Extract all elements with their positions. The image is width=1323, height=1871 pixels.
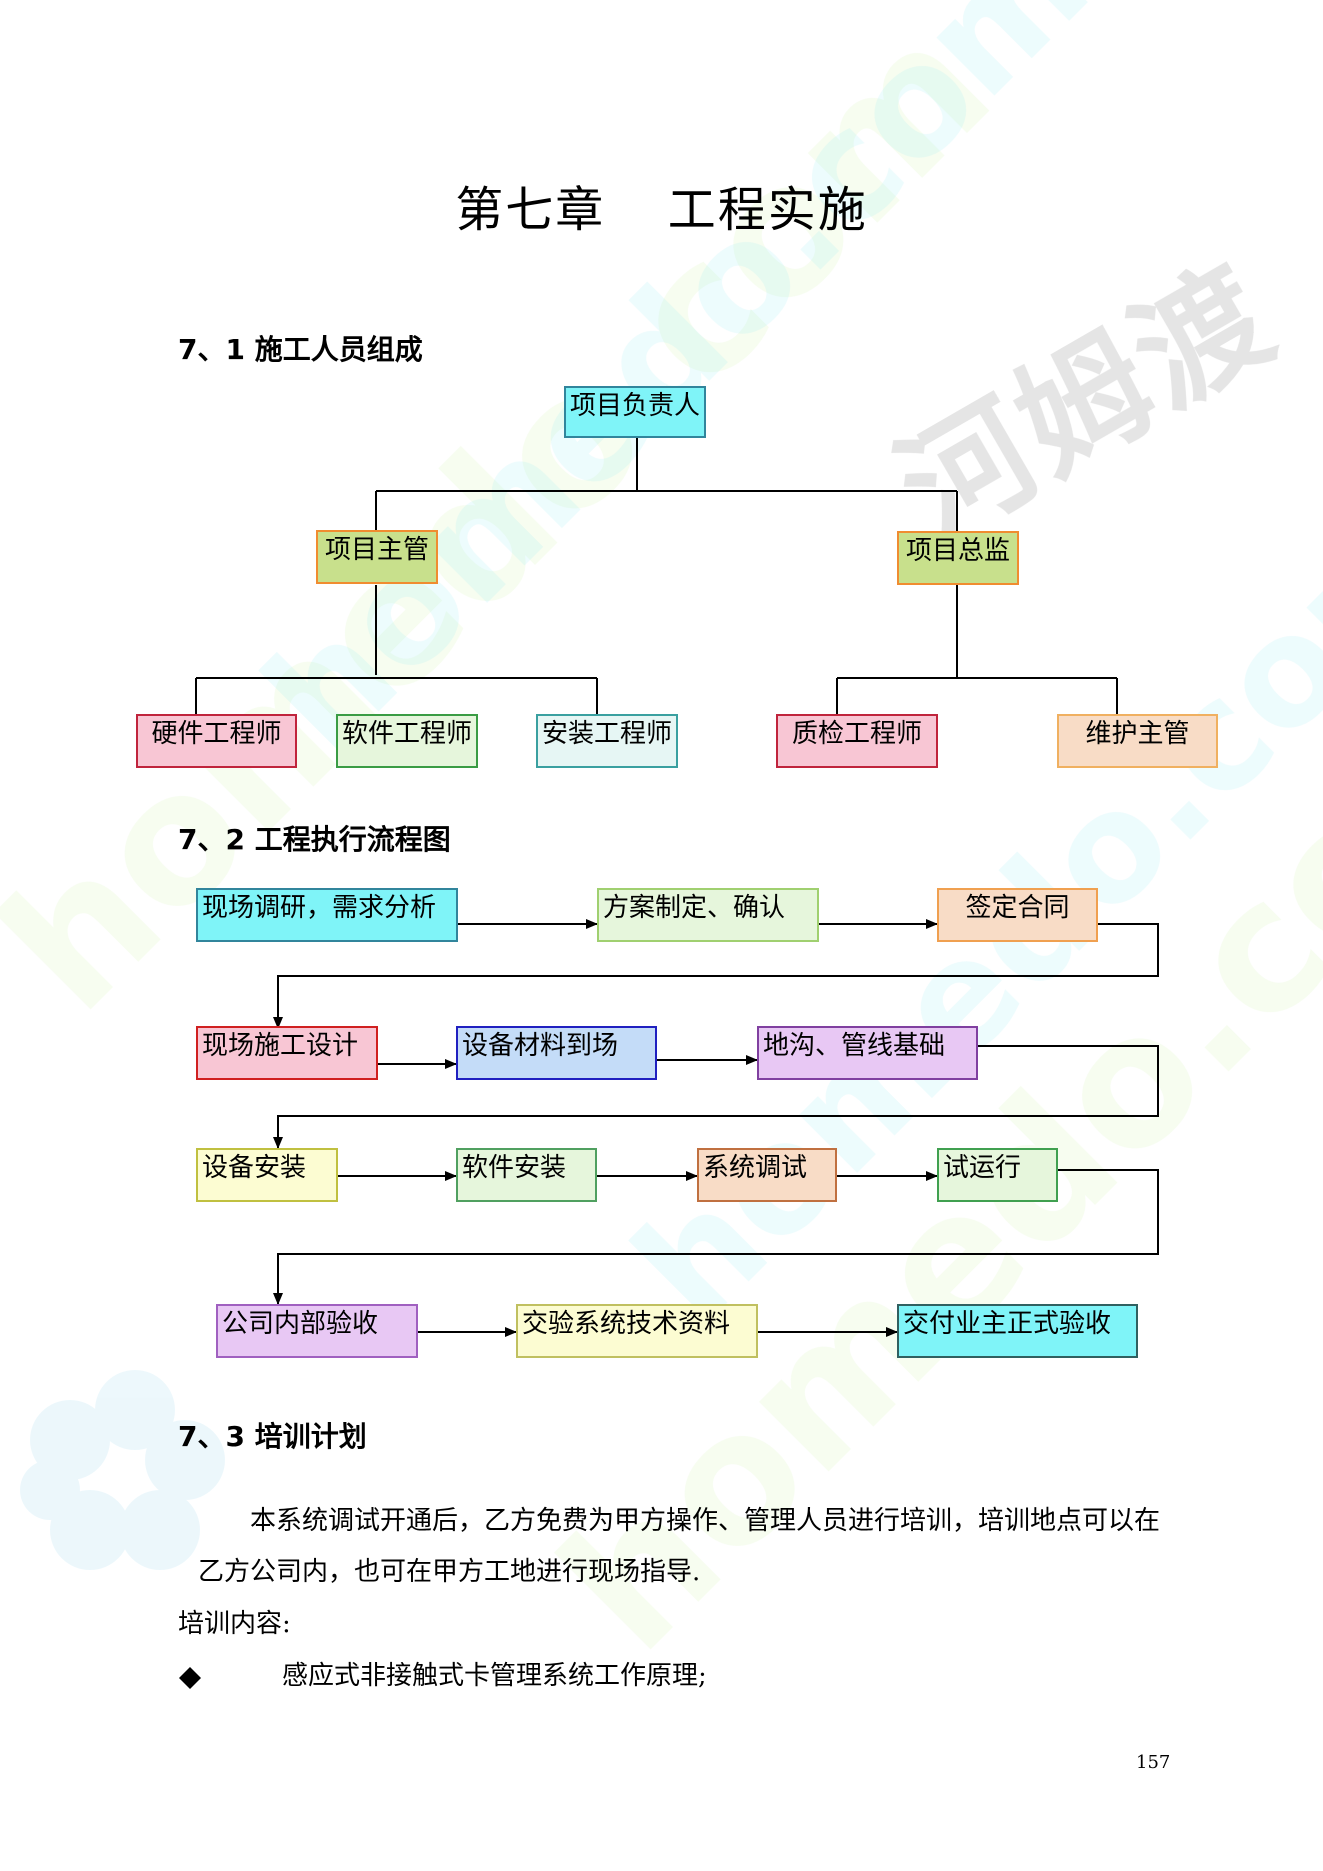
section-heading-personnel: 7、1 施工人员组成 <box>178 333 423 366</box>
flow-plan-confirm: 方案制定、确认 <box>597 888 819 942</box>
flow-materials-arrival: 设备材料到场 <box>456 1026 657 1080</box>
flow-system-debug: 系统调试 <box>697 1148 837 1202</box>
flow-site-construction-design: 现场施工设计 <box>196 1026 378 1080</box>
flow-tech-documents: 交验系统技术资料 <box>516 1304 758 1358</box>
flow-sign-contract: 签定合同 <box>937 888 1098 942</box>
chapter-name: 工程实施 <box>667 182 868 238</box>
org-installation-engineer: 安装工程师 <box>536 714 678 768</box>
flow-internal-acceptance: 公司内部验收 <box>216 1304 418 1358</box>
org-hardware-engineer: 硬件工程师 <box>136 714 297 768</box>
diamond-icon <box>178 1666 202 1690</box>
section-heading-flowchart: 7、2 工程执行流程图 <box>178 823 451 856</box>
training-bullet-item: 感应式非接触式卡管理系统工作原理; <box>282 1661 707 1691</box>
flow-site-research: 现场调研，需求分析 <box>196 888 458 942</box>
flow-software-install: 软件安装 <box>456 1148 597 1202</box>
page-number: 157 <box>1136 1752 1171 1773</box>
flow-owner-acceptance: 交付业主正式验收 <box>897 1304 1138 1358</box>
section-heading-training: 7、3 培训计划 <box>178 1420 367 1453</box>
training-paragraph-line2: 乙方公司内，也可在甲方工地进行现场指导. <box>198 1557 701 1587</box>
training-paragraph-line1: 本系统调试开通后，乙方免费为甲方操作、管理人员进行培训，培训地点可以在 <box>250 1506 1161 1536</box>
org-maintenance-supervisor: 维护主管 <box>1057 714 1218 768</box>
org-project-manager: 项目主管 <box>316 530 438 584</box>
flow-trench-pipeline: 地沟、管线基础 <box>757 1026 978 1080</box>
org-root-project-leader: 项目负责人 <box>564 386 706 438</box>
org-project-director: 项目总监 <box>897 531 1019 585</box>
org-qc-engineer: 质检工程师 <box>776 714 938 768</box>
chapter-title: 第七章 工程实施 <box>0 170 1323 240</box>
flow-equipment-install: 设备安装 <box>196 1148 338 1202</box>
training-content-label: 培训内容: <box>178 1609 291 1639</box>
flow-trial-run: 试运行 <box>937 1148 1058 1202</box>
org-software-engineer: 软件工程师 <box>336 714 478 768</box>
chapter-number: 第七章 <box>455 182 606 238</box>
